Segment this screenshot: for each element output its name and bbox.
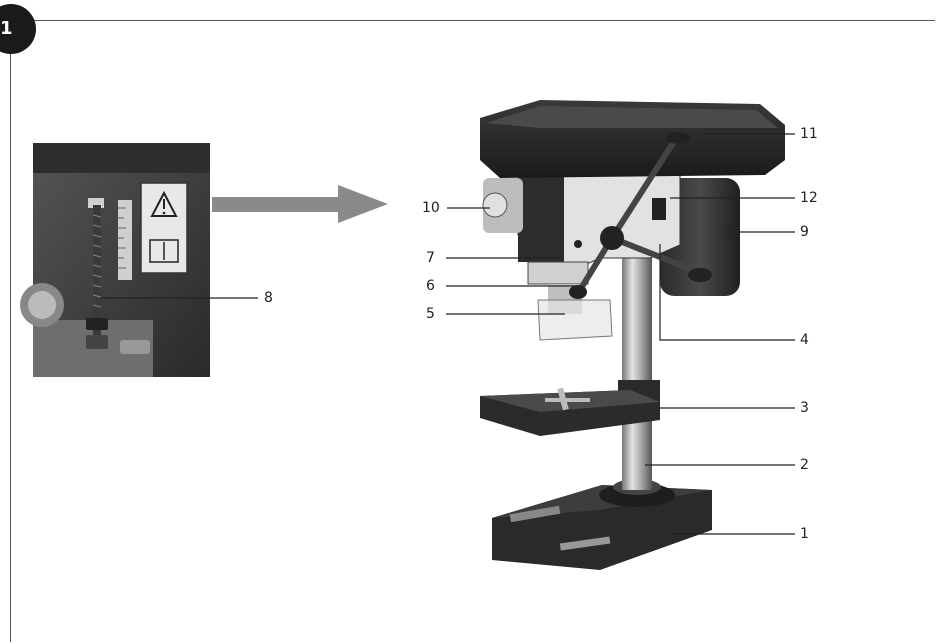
callout-4: 4 [800,332,809,348]
callout-3: 3 [800,400,809,416]
drill-press [480,100,785,570]
callout-9: 9 [800,224,809,240]
callout-5: 5 [426,306,435,322]
callout-7: 7 [426,250,435,266]
figure-frame [10,20,935,642]
callout-12: 12 [800,190,818,206]
callout-1: 1 [800,526,809,542]
arrow-to-machine [212,185,388,223]
callout-2: 2 [800,457,809,473]
callout-leaders [100,133,795,535]
callout-11: 11 [800,126,818,142]
callout-6: 6 [426,278,435,294]
callout-10: 10 [422,200,440,216]
callout-8: 8 [264,290,273,306]
detail-inset [20,143,210,377]
